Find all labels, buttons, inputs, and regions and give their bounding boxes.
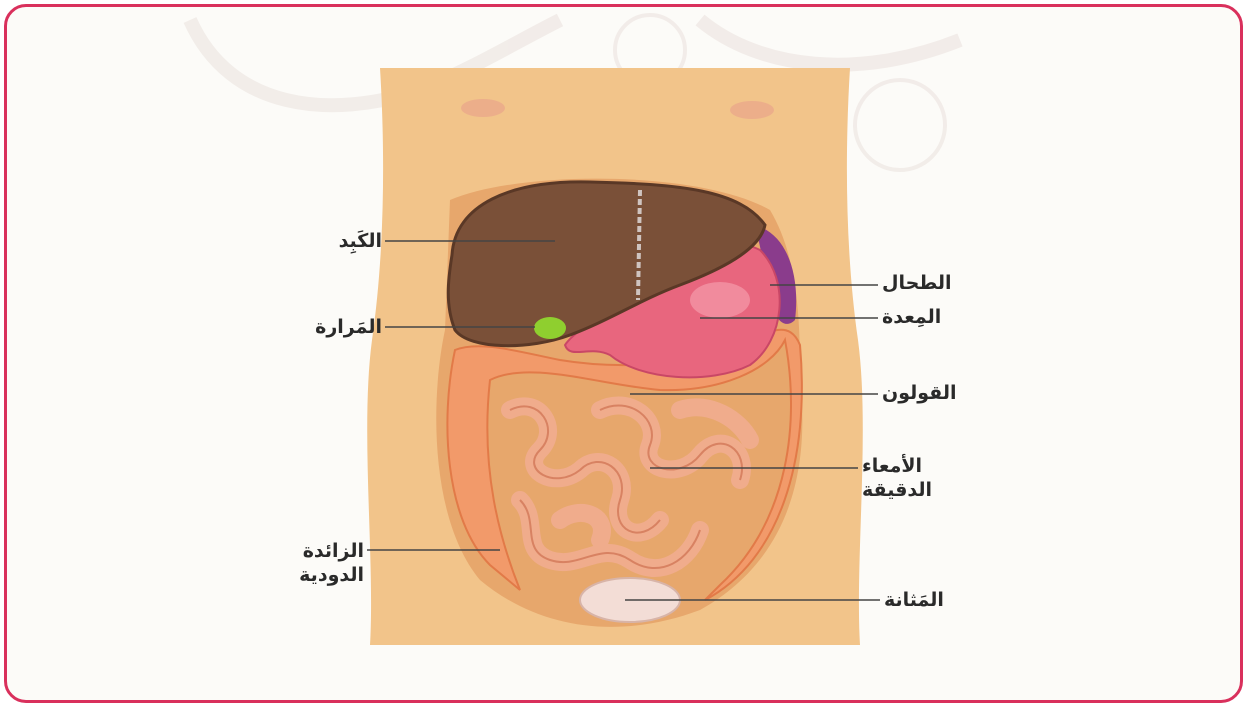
right-nipple bbox=[730, 101, 774, 119]
label-spleen: الطحال bbox=[882, 272, 972, 294]
label-colon: القولون bbox=[882, 382, 972, 404]
label-stomach: المِعدة bbox=[882, 306, 972, 328]
label-appendix-line2: الدودية bbox=[272, 564, 364, 586]
gallbladder bbox=[534, 317, 566, 339]
left-nipple bbox=[461, 99, 505, 117]
stomach-highlight bbox=[690, 282, 750, 318]
label-liver: الكَبِد bbox=[300, 230, 382, 252]
label-bladder: المَثانة bbox=[884, 589, 974, 611]
label-appendix-line1: الزائدة bbox=[272, 540, 364, 562]
label-small-intestine-line2: الدقيقة bbox=[862, 479, 962, 501]
label-gallbladder: المَرارة bbox=[300, 316, 382, 338]
label-small-intestine-line1: الأمعاء bbox=[862, 455, 962, 477]
